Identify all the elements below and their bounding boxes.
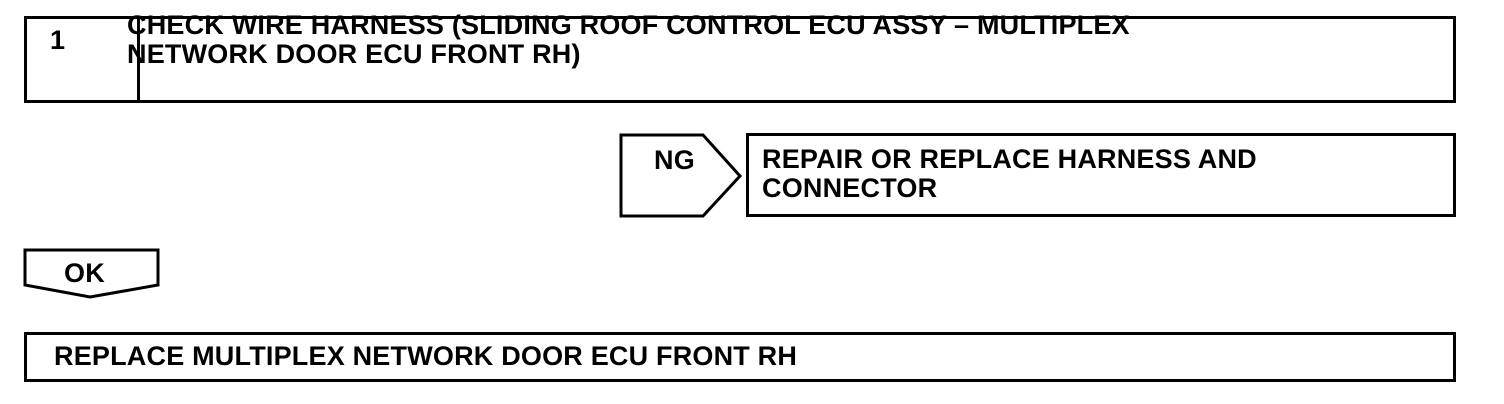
- step-title: CHECK WIRE HARNESS (SLIDING ROOF CONTROL…: [127, 11, 1407, 69]
- ng-label: NG: [654, 145, 695, 175]
- ng-result-line-1: REPAIR OR REPLACE HARNESS AND: [762, 144, 1257, 174]
- final-step-box: [24, 332, 1456, 382]
- step-title-line-2: NETWORK DOOR ECU FRONT RH): [127, 39, 581, 69]
- ng-result-box: [746, 133, 1456, 217]
- ok-label: OK: [64, 258, 105, 288]
- ng-result-text: REPAIR OR REPLACE HARNESS AND CONNECTOR: [762, 145, 1442, 203]
- step-number: 1: [50, 25, 66, 55]
- ng-arrow-tag: [619, 133, 743, 218]
- step-box: [24, 16, 1456, 103]
- step-divider: [137, 19, 140, 100]
- ok-arrow-tag: [23, 248, 160, 299]
- ng-result-line-2: CONNECTOR: [762, 173, 938, 203]
- step-title-line-1: CHECK WIRE HARNESS (SLIDING ROOF CONTROL…: [127, 10, 1130, 40]
- final-step-text: REPLACE MULTIPLEX NETWORK DOOR ECU FRONT…: [54, 341, 798, 371]
